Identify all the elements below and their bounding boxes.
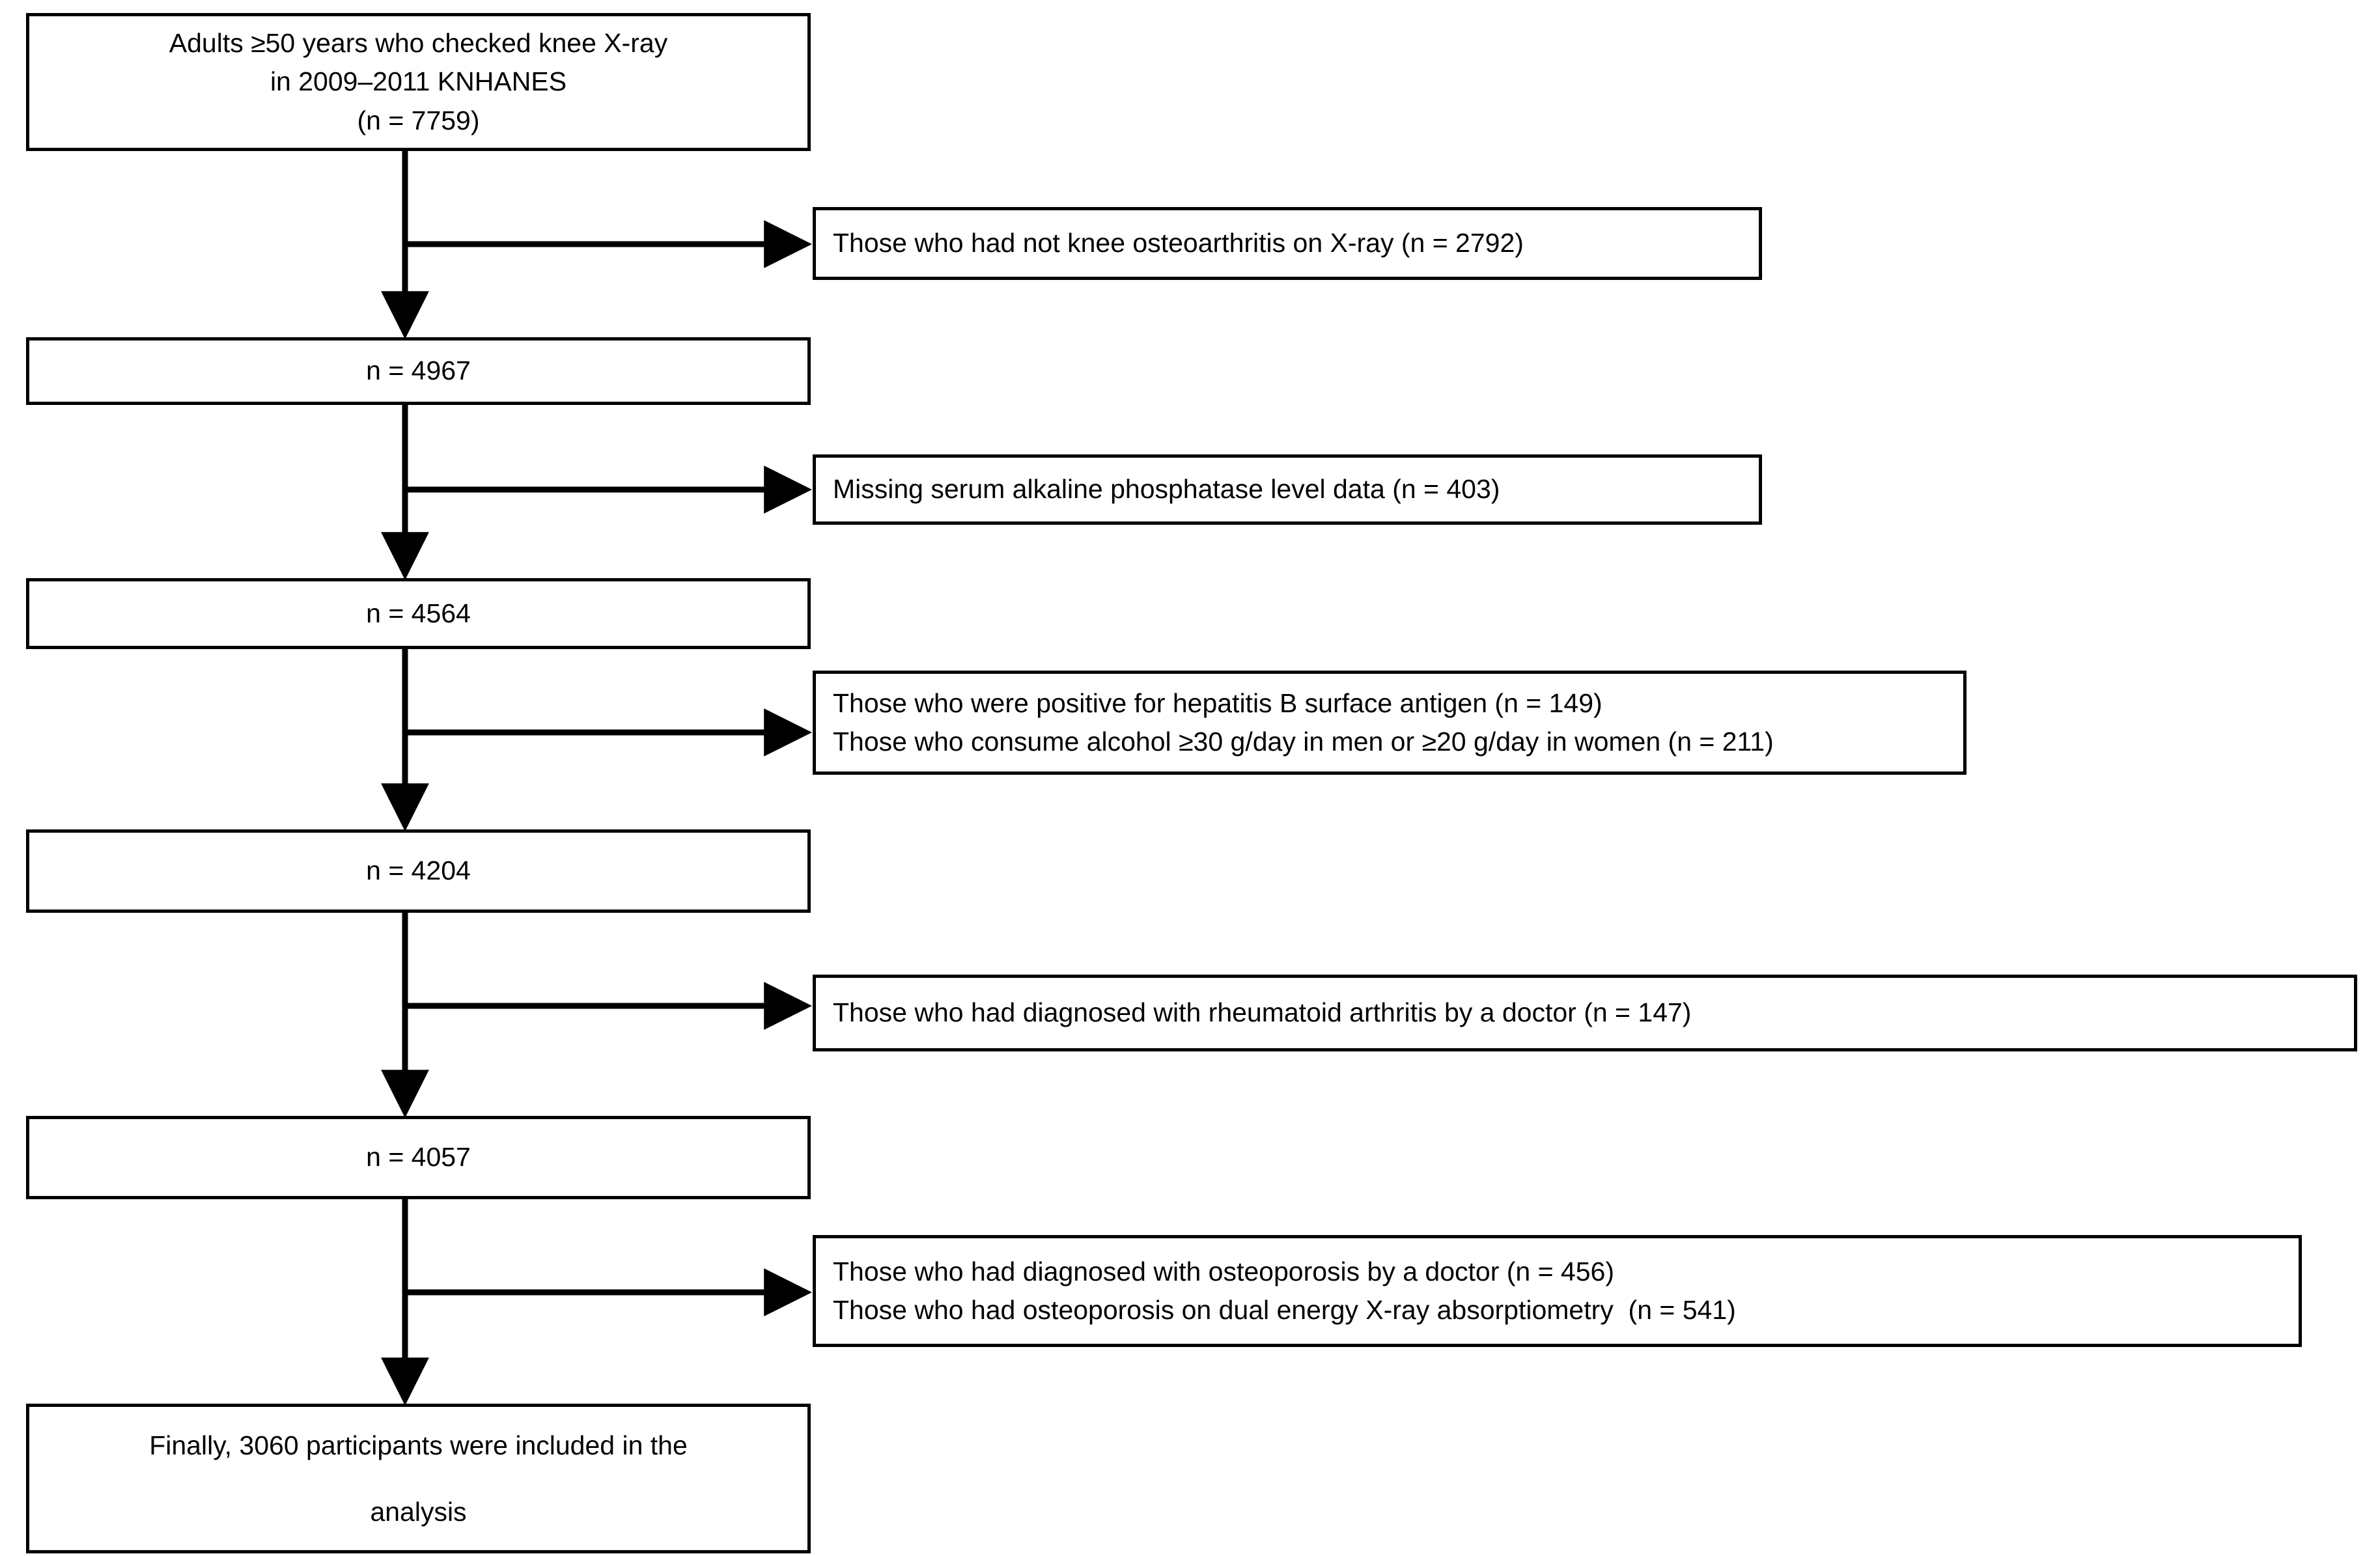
node-step-3-count: n = 4204 [26,829,811,913]
node-step-1-label: n = 4967 [366,355,471,386]
node-step-4-count: n = 4057 [26,1116,811,1199]
node-exclusion-2: Missing serum alkaline phosphatase level… [813,454,1762,525]
node-exclusion-4-line-1: Those who had diagnosed with rheumatoid … [833,997,1692,1028]
node-exclusion-3-line-1: Those who were positive for hepatitis B … [833,688,1603,718]
node-exclusion-5-line-2: Those who had osteoporosis on dual energ… [833,1295,1736,1325]
node-step-4-label: n = 4057 [366,1142,471,1173]
node-exclusion-4: Those who had diagnosed with rheumatoid … [813,975,2357,1051]
node-exclusion-1: Those who had not knee osteoarthritis on… [813,207,1762,280]
node-source-line-3: (n = 7759) [357,105,480,135]
node-exclusion-5: Those who had diagnosed with osteoporosi… [813,1235,2302,1347]
node-exclusion-2-line-1: Missing serum alkaline phosphatase level… [833,474,1500,505]
node-exclusion-3-line-2: Those who consume alcohol ≥30 g/day in m… [833,727,1774,757]
node-source-line-2: in 2009–2011 KNHANES [270,66,567,97]
node-exclusion-5-line-1: Those who had diagnosed with osteoporosi… [833,1256,1614,1286]
node-exclusion-3: Those who were positive for hepatitis B … [813,671,1967,775]
node-step-1-count: n = 4967 [26,337,811,405]
node-exclusion-1-line-1: Those who had not knee osteoarthritis on… [833,228,1524,258]
node-final-line-1: Finally, 3060 participants were included… [149,1430,688,1460]
node-final-line-2: analysis [370,1497,467,1527]
node-source-line-1: Adults ≥50 years who checked knee X-ray [169,27,668,58]
node-final-analysis: Finally, 3060 participants were included… [26,1404,811,1553]
node-step-2-label: n = 4564 [366,598,471,628]
node-step-3-label: n = 4204 [366,855,471,886]
node-source-population: Adults ≥50 years who checked knee X-ray … [26,13,811,151]
node-step-2-count: n = 4564 [26,578,811,649]
